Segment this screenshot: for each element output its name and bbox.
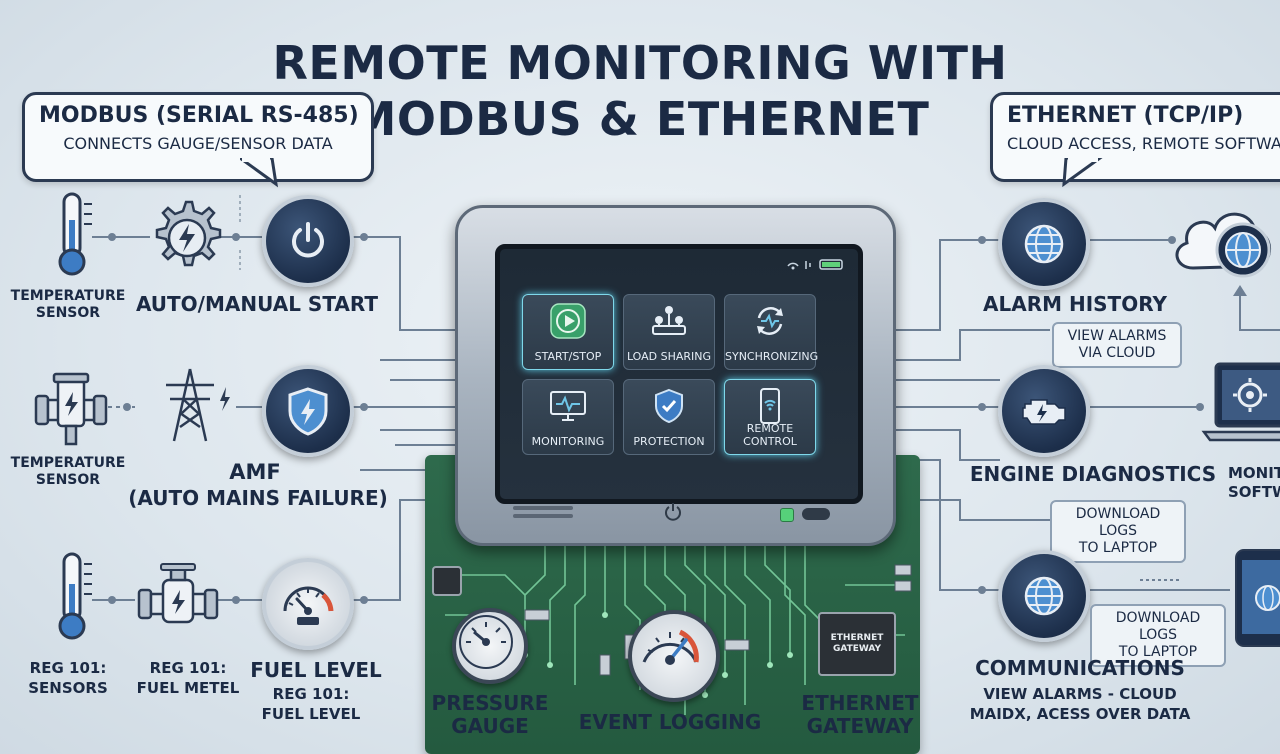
controller-device: START/STOP LOAD SHARING SYNCHRONIZING MO… [455,205,896,546]
shield-button[interactable] [262,365,354,457]
modbus-callout: MODBUS (SERIAL RS-485) CONNECTS GAUGE/SE… [22,92,374,182]
ethernet-gateway-chip-label: ETHERNET GATEWAY [830,633,884,654]
temperature-sensor-label-1: TEMPERATURE SENSOR [10,288,126,321]
event-logging-gauge [628,610,720,702]
reg-101-fuel-level-label: REG 101: FUEL LEVEL [261,685,361,723]
power-tower-icon [166,368,230,442]
cpu-chip [432,566,462,596]
ethernet-callout-heading: ETHERNET (TCP/IP) [1007,103,1244,128]
page-title-line-2: MODBUS & ETHERNET [350,92,930,146]
tile-protection[interactable]: PROTECTION [623,379,715,455]
tile-start-stop[interactable]: START/STOP [522,294,614,370]
pressure-gauge-label: PRESSURE GAUGE [431,691,549,738]
ethernet-callout: ETHERNET (TCP/IP) CLOUD ACCESS, REMOTE S… [990,92,1280,182]
auto-mains-failure-label: (AUTO MAINS FAILURE) [128,486,388,510]
status-led [780,508,794,522]
cloud-globe-icon [1175,212,1271,278]
tile-start-stop-label: START/STOP [534,350,602,363]
play-icon [550,303,586,339]
device-speaker-grill [513,506,573,510]
monitor-pulse-icon [550,391,586,421]
alarm-history-label: ALARM HISTORY [983,292,1167,316]
ethernet-gateway-chip: ETHERNET GATEWAY [818,612,896,676]
valve-icon-2 [137,563,219,624]
monitoring-software-label: MONITORING SOFTWARE [1228,464,1280,501]
gear-bolt-icon [155,200,222,267]
device-pill-button[interactable] [802,508,830,520]
thermometer-icon [58,192,92,276]
pressure-gauge-icon [459,615,513,669]
reg-101-sensors-label: REG 101: SENSORS [28,659,108,697]
valve-icon [34,372,108,446]
communications-button[interactable] [998,550,1090,642]
tile-load-sharing[interactable]: LOAD SHARING [623,294,715,370]
amf-label: AMF [229,460,281,484]
engine-icon [1022,399,1066,425]
ethernet-callout-sub: CLOUD ACCESS, REMOTE SOFTWARE [1007,134,1280,153]
tile-synchronizing-label: SYNCHRONIZING [725,350,819,363]
fuel-level-label: FUEL LEVEL [250,658,382,682]
auto-manual-start-label: AUTO/MANUAL START [135,292,379,316]
status-icons [787,259,843,270]
ethernet-gateway-label: ETHERNET GATEWAY [801,691,919,738]
tile-remote-control[interactable]: REMOTE CONTROL [724,379,816,455]
fuel-gauge-button[interactable] [262,558,354,650]
shield-bolt-icon [288,387,328,436]
power-button[interactable] [262,195,354,287]
tile-remote-control-label: REMOTE CONTROL [743,422,797,448]
thermometer-icon-2 [58,552,92,640]
tile-synchronizing[interactable]: SYNCHRONIZING [724,294,819,370]
sync-icon [757,307,783,335]
alarm-history-button[interactable] [998,198,1090,290]
event-logging-label: EVENT LOGGING [578,710,762,734]
globe-icon [1024,224,1064,264]
tile-monitoring-label: MONITORING [531,435,605,448]
event-gauge-icon [642,629,699,665]
modbus-callout-heading: MODBUS (SERIAL RS-485) [39,103,359,128]
ethernet-callout-tail [1062,158,1103,188]
page-title-line-1: REMOTE MONITORING WITH [272,36,1008,90]
load-sharing-icon [652,306,686,335]
phone-wifi-icon [760,388,780,424]
communications-label: COMMUNICATIONS [975,656,1185,680]
fuel-gauge-icon [283,586,334,625]
temperature-sensor-label-2: TEMPERATURE SENSOR [10,455,126,488]
tile-protection-label: PROTECTION [633,435,705,448]
power-icon [292,222,324,258]
reg-101-fuel-metel-label: REG 101: FUEL METEL [136,659,240,697]
engine-diagnostics-label: ENGINE DIAGNOSTICS [969,462,1217,486]
tablet-icon [1235,549,1280,647]
globe-icon-2 [1024,576,1064,616]
device-power-icon[interactable] [662,501,684,523]
pressure-gauge [452,608,528,684]
laptop-icon [1201,362,1280,442]
communications-sub-label: VIEW ALARMS - CLOUD MAIDX, ACESS OVER DA… [969,685,1191,723]
tile-load-sharing-label: LOAD SHARING [626,350,712,363]
view-alarms-box: VIEW ALARMS VIA CLOUD [1052,322,1182,368]
download-logs-box-1: DOWNLOAD LOGS TO LAPTOP [1050,500,1186,563]
modbus-callout-sub: CONNECTS GAUGE/SENSOR DATA [63,134,333,153]
shield-check-icon [655,388,683,424]
download-logs-box-2: DOWNLOAD LOGS TO LAPTOP [1090,604,1226,667]
tile-monitoring[interactable]: MONITORING [522,379,614,455]
modbus-callout-tail [240,158,279,188]
controller-screen: START/STOP LOAD SHARING SYNCHRONIZING MO… [495,244,863,504]
engine-diagnostics-button[interactable] [998,365,1090,457]
